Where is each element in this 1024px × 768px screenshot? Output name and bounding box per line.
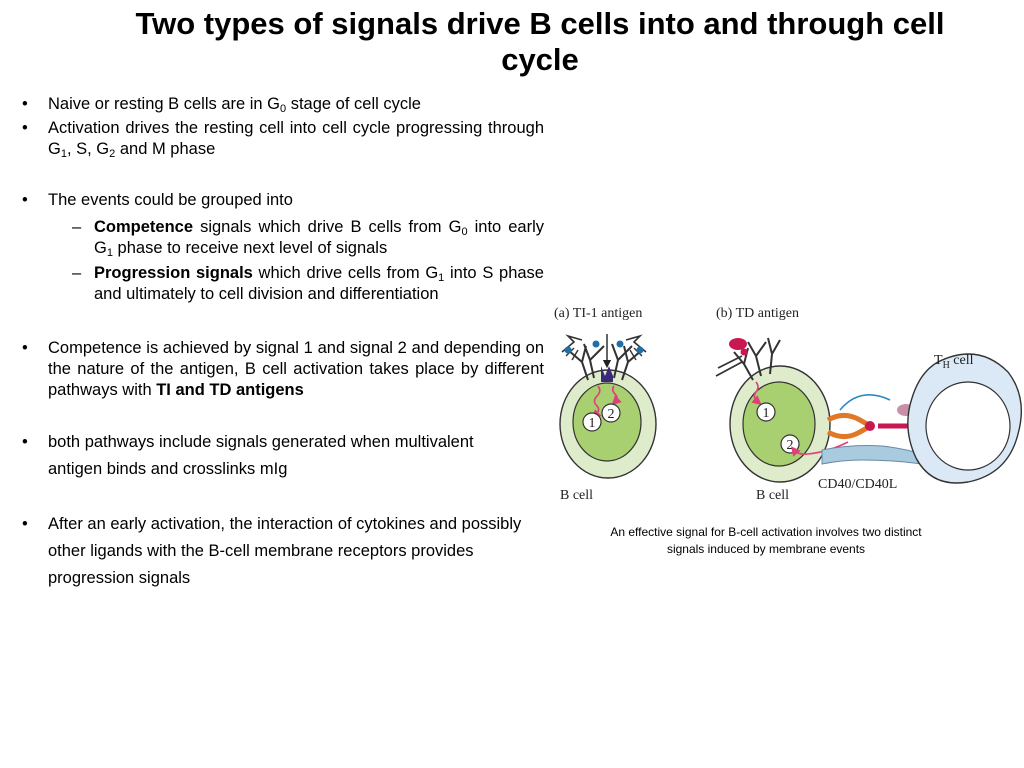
b-cell-a-label: B cell — [560, 488, 593, 503]
antigen-epitope-a1 — [592, 340, 600, 348]
cd40-junction — [865, 421, 875, 431]
antigen-b-epitope — [740, 348, 748, 356]
antigen-epitope-a3 — [616, 340, 624, 348]
signal-path-a1 — [591, 385, 602, 420]
antigen-b — [729, 338, 747, 350]
receptors-b — [715, 337, 781, 381]
svg-text:2: 2 — [787, 438, 794, 453]
bullet-marker: • — [22, 433, 28, 451]
cd40-cd40l-label: CD40/CD40L — [818, 477, 897, 492]
signal-1-marker-b — [756, 402, 776, 422]
svg-text:2: 2 — [608, 407, 615, 422]
cytokine-arrow — [839, 394, 891, 411]
b-cell-b — [729, 365, 831, 483]
dash-marker: – — [72, 218, 82, 236]
b-cell-a-nucleus — [572, 382, 642, 462]
figure-caption: An effective signal for B-cell activatio… — [610, 525, 922, 556]
signal-1-marker-a — [582, 412, 602, 432]
signal-2-marker-a — [601, 403, 621, 423]
bullet-list: •Naive or resting B cells are in G0 stag… — [22, 94, 544, 592]
th-cell — [907, 353, 1023, 484]
antigen-epitope-a4 — [636, 346, 644, 354]
bullet-progression-signals: •After an early activation, the interact… — [22, 511, 544, 592]
bullet-events-grouped: •The events could be grouped into — [22, 191, 293, 209]
th-cell-nucleus — [925, 381, 1011, 471]
sub-bullet-competence: –Competence signals which drive B cells … — [72, 218, 544, 259]
bullet-marker: • — [22, 95, 28, 113]
b-cell-b-label: B cell — [756, 488, 789, 503]
sub-bullet-progression: –Progression signals which drive cells f… — [72, 264, 544, 303]
bullet-g0-stage: •Naive or resting B cells are in G0 stag… — [22, 95, 421, 115]
signal-path-b1 — [751, 381, 762, 406]
tlr-ligand-a — [601, 366, 613, 382]
dash-marker: – — [72, 264, 82, 282]
bullet-both-pathways: •both pathways include signals generated… — [22, 429, 544, 483]
slide-title: Two types of signals drive B cells into … — [135, 6, 945, 77]
bullet-marker: • — [22, 515, 28, 533]
bullet-activation: •Activation drives the resting cell into… — [22, 119, 544, 160]
antigen-epitope-a2 — [564, 346, 572, 354]
svg-text:1: 1 — [763, 406, 770, 421]
th-cell-label: TH cell — [934, 353, 974, 371]
svg-text:1: 1 — [589, 416, 596, 431]
b-cell-activation-figure: (a) TI-1 antigen (b) TD antigen 1 2 B ce… — [548, 292, 1024, 510]
bullet-competence-achieved: •Competence is achieved by signal 1 and … — [22, 339, 544, 399]
bullet-marker: • — [22, 119, 28, 137]
activation-diagram: (a) TI-1 antigen (b) TD antigen 1 2 B ce… — [554, 306, 1023, 503]
cd40-receptor — [826, 412, 875, 440]
b-cell-a — [559, 369, 657, 479]
signal-path-a2 — [611, 385, 622, 406]
panel-a-label: (a) TI-1 antigen — [554, 306, 642, 321]
cd40-connector — [821, 445, 923, 465]
bullet-marker: • — [22, 339, 28, 357]
bullet-marker: • — [22, 191, 28, 209]
panel-b-label: (b) TD antigen — [716, 306, 799, 321]
